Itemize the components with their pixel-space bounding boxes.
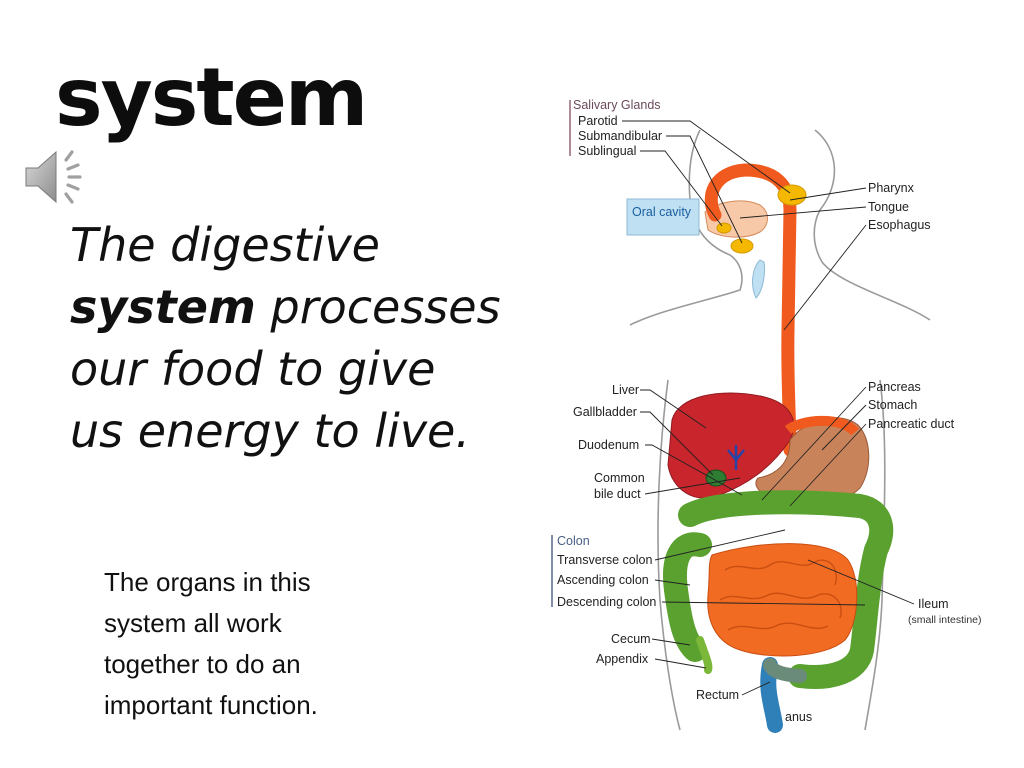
body-outline-right	[813, 129, 931, 321]
larynx-shape	[752, 259, 765, 299]
label-small-intestine: (small intestine)	[908, 614, 982, 626]
colon-header: Colon	[557, 534, 590, 548]
oral-cavity-box	[626, 198, 700, 236]
note-paragraph: The organs in this system all work toget…	[104, 562, 404, 726]
bile-ducts	[727, 445, 745, 470]
label-rectum: Rectum	[696, 688, 739, 702]
label-transverse-colon: Transverse colon	[557, 553, 652, 567]
digestive-system-diagram: Salivary Glands Parotid Submandibular Su…	[551, 98, 982, 733]
label-common-bile-duct-2: bile duct	[594, 487, 641, 501]
torso-outline-left	[657, 379, 681, 731]
label-pharynx: Pharynx	[868, 181, 915, 195]
label-appendix: Appendix	[596, 652, 649, 666]
label-stomach: Stomach	[868, 398, 917, 412]
slide-title: system	[55, 51, 368, 144]
label-submandibular: Submandibular	[578, 129, 662, 143]
label-descending-colon: Descending colon	[557, 595, 656, 609]
label-gallbladder: Gallbladder	[573, 405, 637, 419]
label-ascending-colon: Ascending colon	[557, 573, 649, 587]
label-tongue: Tongue	[868, 200, 909, 214]
intro-keyword: system	[70, 280, 256, 334]
intro-paragraph: The digestive system processes our food …	[70, 214, 560, 462]
small-intestine-shape	[707, 543, 858, 657]
stomach-wall	[784, 415, 859, 436]
colon-tube	[663, 490, 894, 689]
label-anus: anus	[785, 710, 812, 724]
parotid-gland	[777, 184, 807, 206]
note-line-2: system all work	[104, 608, 282, 638]
intro-line-4: us energy to live.	[70, 404, 470, 458]
intro-line-1: The digestive	[70, 218, 380, 272]
label-esophagus: Esophagus	[868, 218, 931, 232]
label-duodenum: Duodenum	[578, 438, 639, 452]
label-ileum: Ileum	[918, 597, 949, 611]
label-sublingual: Sublingual	[578, 144, 636, 158]
label-parotid: Parotid	[578, 114, 618, 128]
submandibular-gland	[730, 238, 754, 254]
speaker-icon[interactable]	[22, 146, 94, 208]
small-intestine-folds	[719, 559, 842, 631]
label-common-bile-duct-1: Common	[594, 471, 645, 485]
body-outline	[629, 129, 743, 326]
note-line-1: The organs in this	[104, 567, 311, 597]
gallbladder-shape	[705, 469, 727, 487]
note-line-3: together to do an	[104, 649, 301, 679]
intro-line-3: our food to give	[70, 342, 436, 396]
label-oral-cavity: Oral cavity	[632, 205, 692, 219]
salivary-glands-header: Salivary Glands	[573, 98, 661, 112]
appendix-shape	[696, 636, 713, 674]
label-cecum: Cecum	[611, 632, 651, 646]
label-pancreatic-duct: Pancreatic duct	[868, 417, 955, 431]
label-pancreas: Pancreas	[868, 380, 921, 394]
label-liver: Liver	[612, 383, 639, 397]
note-line-4: important function.	[104, 690, 318, 720]
sigmoid-colon	[763, 658, 807, 683]
intro-line-2: processes	[255, 280, 501, 334]
sublingual-gland	[716, 222, 732, 234]
torso-outline-right	[864, 379, 886, 731]
